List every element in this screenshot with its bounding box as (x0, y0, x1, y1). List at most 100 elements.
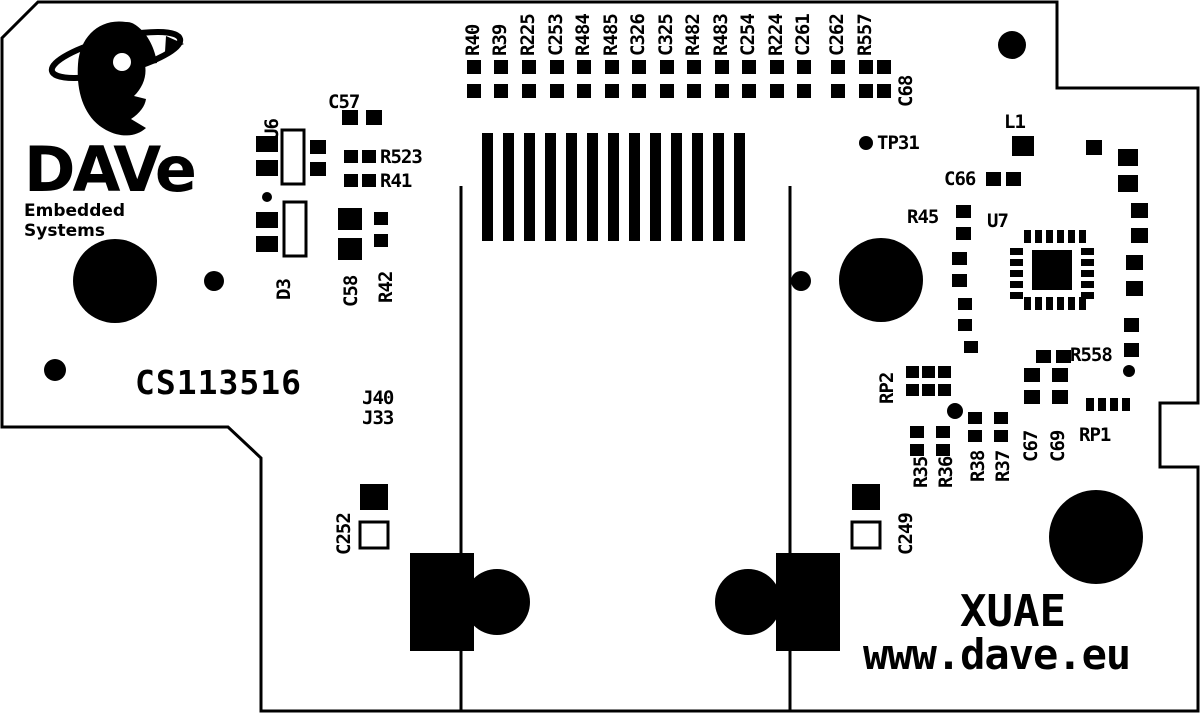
crystal-body-u6 (280, 128, 306, 186)
u7-pad (1057, 230, 1064, 243)
u7-pad (1081, 292, 1094, 299)
pin1-dot (262, 192, 272, 202)
dave-logo-wordmark: DAVe (24, 133, 197, 206)
silk-label-j33: J33 (362, 407, 394, 429)
smd-pad (831, 60, 845, 74)
holes-and-testpoints (44, 31, 1143, 584)
silk-label-c67: C67 (1020, 430, 1042, 462)
silk-label-c66: C66 (944, 168, 976, 190)
smd-pad (910, 426, 924, 438)
smd-pad (550, 84, 564, 98)
smd-pad (859, 84, 873, 98)
silk-label-c252: C252 (333, 513, 355, 555)
smd-pad (360, 484, 388, 510)
smd-pad (938, 384, 951, 396)
dot-marker (1123, 365, 1135, 377)
smd-pad (632, 84, 646, 98)
smd-pad (605, 84, 619, 98)
silk-label-r40: R40 (462, 24, 484, 56)
dave-logo-tagline: Embedded Systems (24, 201, 126, 241)
smd-pad (577, 84, 591, 98)
smd-pad (1098, 398, 1106, 411)
smd-pad (467, 84, 481, 98)
smd-pad (1024, 390, 1040, 404)
silk-label-r224: R224 (765, 14, 787, 56)
smd-pad (344, 150, 358, 163)
smd-pad (938, 366, 951, 378)
u7-pad (1024, 297, 1031, 310)
connector-pin (545, 133, 556, 241)
silk-label-r485: R485 (600, 14, 622, 56)
connector-pin (587, 133, 598, 241)
smd-pad (467, 60, 481, 74)
silk-label-r484: R484 (572, 14, 594, 56)
smd-pad (922, 366, 935, 378)
smd-pad (687, 84, 701, 98)
smd-pad (362, 150, 376, 163)
smd-pad (494, 84, 508, 98)
smd-pad (952, 252, 967, 265)
silk-label-c58: C58 (340, 275, 362, 307)
c252-c249-pads (358, 484, 882, 550)
smd-pad (338, 238, 362, 260)
u7-pad (1046, 297, 1053, 310)
smd-pad (1056, 350, 1071, 363)
connector-pin (734, 133, 745, 241)
silk-label-rp2: RP2 (876, 372, 898, 404)
u7-pad (1068, 297, 1075, 310)
silk-label-c57: C57 (328, 91, 360, 113)
smd-pad (742, 84, 756, 98)
smd-pad (660, 60, 674, 74)
smd-pad (256, 136, 278, 152)
silk-label-c249: C249 (895, 513, 917, 555)
hole (791, 271, 811, 291)
u7-pad (1081, 248, 1094, 255)
smd-pad (906, 384, 919, 396)
u7-pad (1035, 297, 1042, 310)
smd-pad (522, 84, 536, 98)
u7-pad (1010, 248, 1023, 255)
smd-pad (956, 205, 971, 218)
smd-pad (797, 60, 811, 74)
smd-pad (1052, 368, 1068, 382)
testpoint-tp31 (859, 136, 873, 150)
silk-label-l1: L1 (1004, 111, 1026, 133)
smd-pad (910, 444, 924, 456)
smd-pad (256, 160, 278, 176)
silk-label-c261: C261 (792, 14, 814, 56)
connector-mount-tabs (410, 553, 840, 651)
connector-pin (650, 133, 661, 241)
smd-pad (797, 84, 811, 98)
silk-label-r36: R36 (935, 456, 957, 488)
smd-pad (1036, 350, 1051, 363)
hole (44, 359, 66, 381)
silk-label-r39: R39 (489, 24, 511, 56)
smd-pad (968, 430, 982, 442)
smd-pad (958, 319, 972, 331)
smd-pad (1110, 398, 1118, 411)
u7-pin-pads (1010, 230, 1094, 310)
silk-label-r41: R41 (380, 170, 412, 192)
dave-logo-face-icon (48, 21, 184, 136)
smd-pad (362, 174, 376, 187)
silk-label-c262: C262 (826, 14, 848, 56)
smd-pad (1126, 281, 1143, 296)
silk-label-d3: D3 (273, 279, 295, 300)
silk-label-c325: C325 (655, 14, 677, 56)
smd-pad (770, 60, 784, 74)
top-pad-field (467, 60, 891, 98)
u6-d3-cluster (256, 110, 388, 260)
silk-label-c326: C326 (627, 14, 649, 56)
smd-pad (715, 60, 729, 74)
smd-pad (952, 274, 967, 287)
smd-pad (366, 110, 382, 125)
smd-pad (660, 84, 674, 98)
smd-pad (1012, 136, 1034, 156)
silk-label-r558: R558 (1070, 344, 1113, 366)
right-side-pads (906, 136, 1148, 456)
u7-pad (1068, 230, 1075, 243)
smd-pad (877, 84, 891, 98)
smd-pad (256, 212, 278, 228)
